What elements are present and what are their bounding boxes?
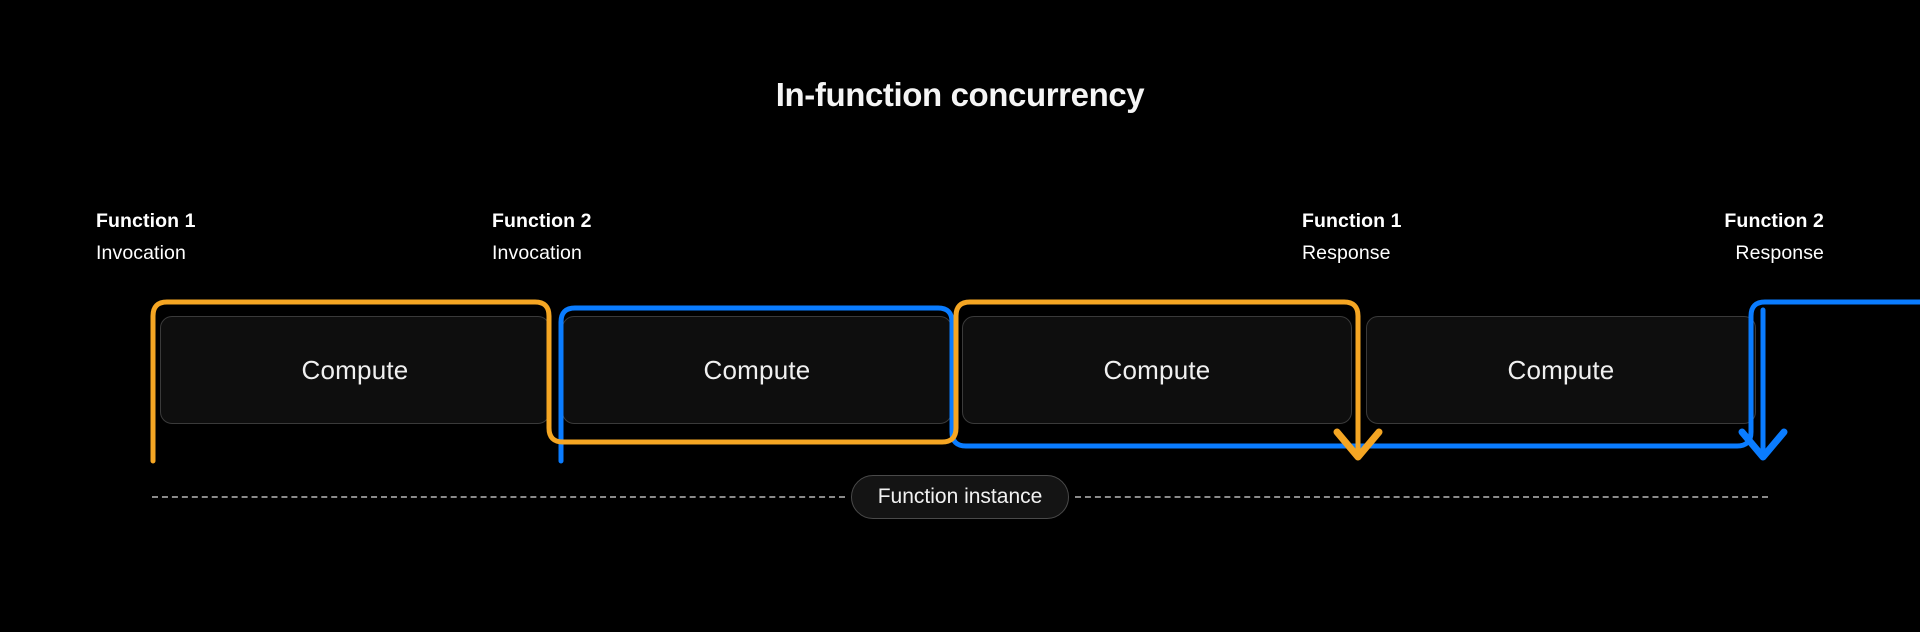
label-line-2: Invocation — [492, 242, 582, 264]
function-1-arrowhead-icon — [1333, 428, 1383, 461]
label-line-1: Function 2 — [492, 210, 592, 232]
compute-block-1: Compute — [160, 316, 550, 424]
label-function-1-invocation: Function 1 Invocation — [96, 205, 196, 269]
label-function-2-response: Function 2 Response — [1724, 205, 1824, 269]
instance-dashed-line-left — [152, 496, 845, 498]
compute-block-label: Compute — [1507, 354, 1615, 385]
function-instance-strip: Function instance — [0, 473, 1920, 521]
label-line-2: Response — [1302, 242, 1391, 264]
page-title: In-function concurrency — [775, 76, 1145, 113]
label-line-1: Function 1 — [1302, 210, 1402, 232]
compute-block-4: Compute — [1366, 316, 1756, 424]
compute-block-label: Compute — [301, 354, 409, 385]
label-line-1: Function 1 — [96, 210, 196, 232]
compute-block-3: Compute — [962, 316, 1352, 424]
compute-block-label: Compute — [703, 354, 811, 385]
label-function-2-invocation: Function 2 Invocation — [492, 205, 592, 269]
label-line-1: Function 2 — [1724, 210, 1824, 232]
label-line-2: Invocation — [96, 242, 186, 264]
compute-block-2: Compute — [562, 316, 952, 424]
function-2-arrowhead-icon — [1738, 428, 1788, 461]
function-instance-pill: Function instance — [850, 474, 1070, 520]
label-function-1-response: Function 1 Response — [1302, 205, 1402, 269]
compute-block-label: Compute — [1103, 354, 1211, 385]
label-line-2: Response — [1735, 242, 1824, 264]
instance-dashed-line-right — [1075, 496, 1769, 498]
